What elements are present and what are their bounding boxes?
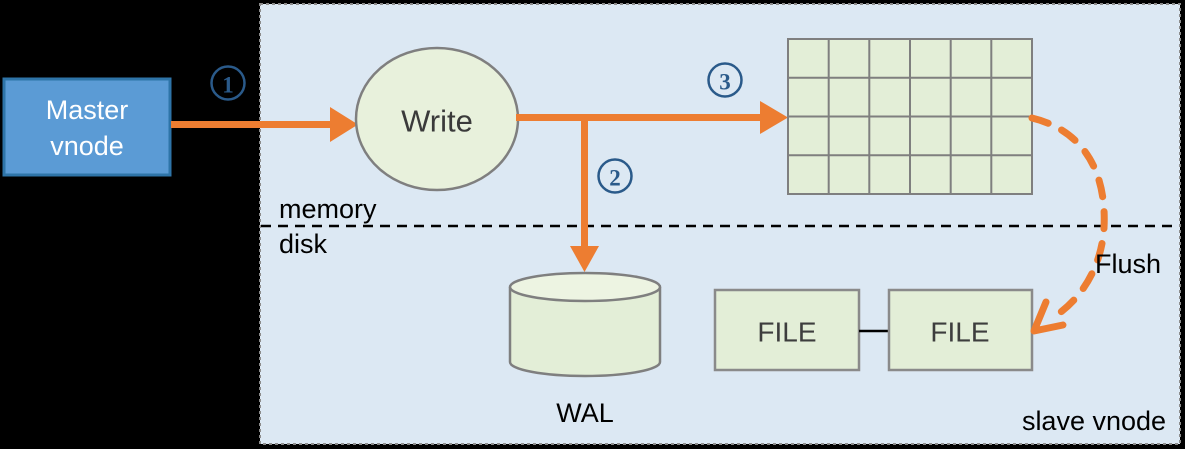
arrow-write-to-wal — [570, 114, 599, 272]
step-1-circle — [210, 65, 246, 101]
arrow-master-to-write — [171, 107, 358, 142]
file-right-label: FILE — [930, 317, 989, 348]
master-vnode-label-line2: vnode — [50, 131, 124, 161]
wal-node: WAL — [508, 271, 662, 428]
arrow-write-to-grid-head — [760, 101, 788, 134]
file-left-label: FILE — [757, 317, 816, 348]
write-label: Write — [401, 104, 473, 139]
wal-cylinder-body — [508, 287, 662, 378]
step-3-circle — [707, 62, 743, 98]
file-left-node: FILE — [713, 288, 861, 372]
memory-label: memory — [279, 194, 377, 224]
file-right-node: FILE — [887, 288, 1034, 372]
master-vnode-label-line1: Master — [46, 95, 129, 125]
step-2-circle — [597, 158, 633, 194]
file-left-box — [713, 288, 861, 372]
file-right-box — [887, 288, 1034, 372]
slave-vnode-label: slave vnode — [1022, 406, 1166, 436]
step-1-badge: 1 — [210, 65, 246, 101]
memtable-grid — [787, 38, 1033, 195]
flush-arrow — [1028, 114, 1108, 335]
write-node: Write — [354, 46, 520, 192]
step-2-number: 2 — [609, 166, 621, 191]
wal-cylinder-top — [508, 271, 662, 303]
step-1-number: 1 — [222, 73, 234, 98]
step-3-badge: 3 — [707, 62, 743, 98]
arrow-write-to-grid — [516, 101, 788, 134]
step-3-number: 3 — [719, 70, 731, 95]
disk-label: disk — [279, 229, 328, 259]
flush-label: Flush — [1095, 249, 1161, 279]
wal-label: WAL — [556, 398, 614, 428]
master-vnode-box — [2, 77, 172, 177]
step-2-badge: 2 — [597, 158, 633, 194]
flush-arrow-curve — [1028, 114, 1108, 322]
arrow-master-to-write-head — [330, 107, 358, 142]
arrow-write-to-wal-head — [570, 246, 599, 272]
master-vnode-node: Master vnode — [2, 77, 172, 177]
flush-arrow-head — [1030, 298, 1067, 335]
